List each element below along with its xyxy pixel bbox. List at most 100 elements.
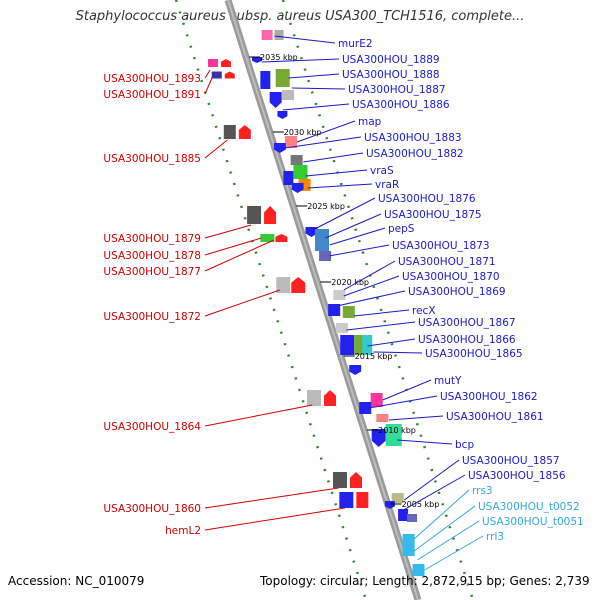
right-gene-label: USA300HOU_1871 [398,256,496,268]
gene-block [359,402,372,414]
left-leader-line [204,139,228,159]
gene-block [362,335,373,355]
left-gene-label: USA300HOU_1864 [103,421,201,433]
gene-arrow [371,429,386,447]
right-leader-line [288,73,340,79]
right-gene-label: pepS [388,223,415,235]
gene-block [328,304,341,316]
right-gene-label: USA300HOU_1857 [462,455,560,467]
gene-block [274,30,284,40]
gene-block [391,493,404,503]
right-gene-label: recX [412,305,436,317]
gene-block [260,71,271,89]
gene-block [342,306,355,318]
gene-block [412,564,425,576]
gene-block [283,171,294,185]
left-gene-label: USA300HOU_1891 [103,89,201,101]
right-leader-line [328,244,390,257]
gene-block [261,30,273,40]
gene-block [354,335,365,355]
right-leader-line [382,379,432,401]
gene-arrow [264,206,277,224]
right-gene-label: USA300HOU_1862 [440,391,538,403]
right-leader-line [325,213,382,239]
rna-leader-line [420,535,484,573]
label-leader-lines [204,35,484,573]
left-leader-line [204,289,280,317]
left-gene-label: hemL2 [165,525,201,537]
right-gene-label: USA300HOU_1882 [366,148,464,160]
right-leader-line [397,439,453,445]
gene-block [339,492,354,508]
genome-backbone [224,0,422,600]
right-leader-line [284,136,362,149]
right-gene-label: USA300HOU_1856 [468,470,566,482]
rna-leader-line [412,505,476,553]
gene-arrow [252,57,262,63]
gene-block [402,534,415,556]
right-leader-line [343,260,396,291]
right-leader-line [373,351,423,354]
right-leader-line [261,58,340,63]
gene-block [207,59,218,67]
tick-label: 2005 kbp [402,500,440,509]
gene-block [211,71,222,79]
gene-arrow [291,183,304,193]
left-gene-label: USA300HOU_1879 [103,233,201,245]
gene-block [293,165,308,179]
right-leader-line [305,169,368,177]
right-leader-line [404,459,460,501]
tick-label: 2015 kbp [355,352,393,361]
rna-leader-line [417,520,480,561]
left-leader-line [204,69,211,79]
left-leader-line [204,237,262,256]
rna-gene-label: USA300HOU_t0052 [478,501,580,513]
gene-features [207,30,425,576]
left-leader-line [204,224,252,239]
right-gene-label: murE2 [338,38,373,50]
rna-gene-label: USA300HOU_t0051 [482,516,584,528]
gene-block [376,414,389,422]
gene-block [356,492,369,508]
right-leader-line [367,338,416,347]
gene-arrow [350,472,362,488]
left-gene-label: USA300HOU_1893 [103,73,201,85]
right-leader-line [403,474,466,511]
gene-block [398,509,409,521]
right-leader-line [354,309,410,317]
right-gene-label: USA300HOU_1867 [418,317,516,329]
gene-block [370,393,383,407]
right-leader-line [346,321,416,331]
left-leader-line [204,487,339,509]
right-leader-line [369,395,438,409]
gene-block [335,323,348,333]
right-gene-label: USA300HOU_1889 [342,54,440,66]
right-gene-label: USA300HOU_1869 [408,286,506,298]
right-gene-label: USA300HOU_1865 [425,348,523,360]
tick-label: 2025 kbp [307,202,345,211]
left-leader-line [204,76,213,95]
right-leader-line [303,152,364,163]
tick-label: 2035 kbp [260,53,298,62]
gene-arrow [238,125,251,139]
gene-arrow [324,390,337,406]
right-leader-line [274,35,336,44]
right-gene-label: vraS [370,165,394,177]
right-gene-label: USA300HOU_1873 [392,240,490,252]
gene-block [315,229,329,251]
right-gene-label: bcp [455,439,474,451]
gene-arrow [384,501,395,509]
map-title: Staphylococcus aureus subsp. aureus USA3… [75,9,525,24]
right-gene-label: mutY [434,375,462,387]
right-gene-label: USA300HOU_1861 [446,411,544,423]
right-leader-line [291,87,346,90]
right-gene-label: map [358,116,382,128]
right-leader-line [296,120,356,143]
rna-leader-line [412,489,470,541]
gene-block [319,251,332,261]
gene-block [276,277,291,293]
right-gene-label: USA300HOU_1876 [378,193,476,205]
left-gene-label: USA300HOU_1872 [103,311,201,323]
left-gene-label: USA300HOU_1878 [103,250,201,262]
